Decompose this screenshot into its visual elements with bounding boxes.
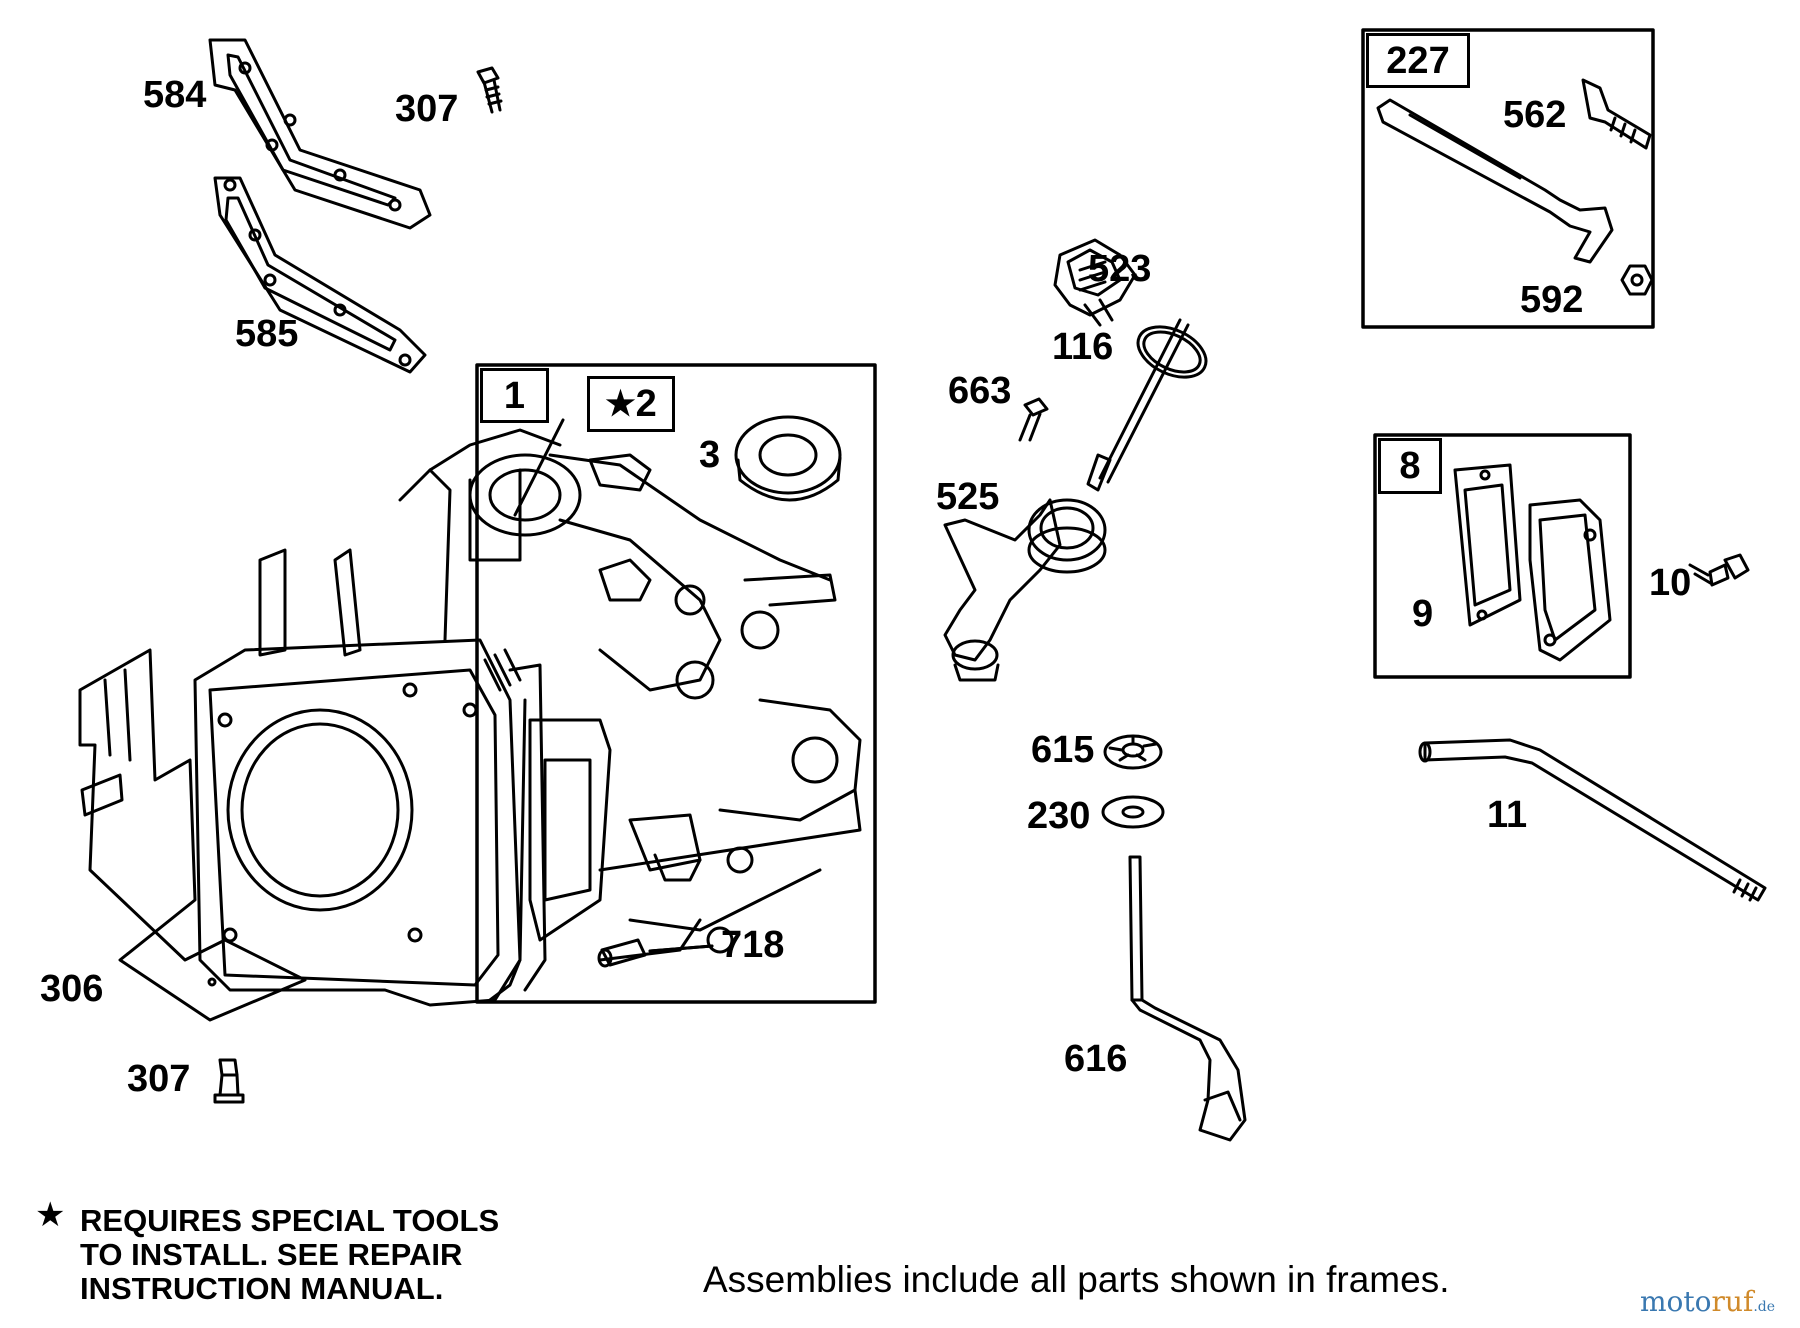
part-number-306: 306 — [40, 968, 104, 1010]
part-number-9: 9 — [1412, 593, 1434, 635]
part-number-616: 616 — [1064, 1038, 1128, 1080]
part-number-585: 585 — [235, 313, 299, 355]
part-number-615: 615 — [1031, 729, 1095, 771]
screw-562-drawing — [1581, 78, 1652, 150]
part-number-227: 227 — [1386, 39, 1450, 82]
part-number-584: 584 — [143, 74, 207, 116]
assemblies-footer-note: Assemblies include all parts shown in fr… — [703, 1259, 1450, 1300]
nut-592-drawing — [1620, 264, 1654, 296]
breather-cover-drawing — [1528, 498, 1612, 662]
part-number-8: 8 — [1399, 445, 1421, 487]
governor-arm-drawing — [1376, 98, 1614, 264]
part-number-562: 562 — [1503, 94, 1567, 136]
part-number-10: 10 — [1649, 562, 1692, 604]
leader-718 — [648, 944, 714, 953]
washer-230-drawing — [1101, 795, 1165, 829]
watermark-part-1: moto — [1640, 1285, 1712, 1318]
gasket-584-drawing — [208, 38, 432, 230]
part-number-525: 525 — [936, 476, 1000, 518]
frame-227-label-box: 227 — [1366, 33, 1470, 88]
part-number-116: 116 — [1052, 326, 1114, 368]
part-number-2: 2 — [635, 383, 657, 425]
dipstick-cap-523-drawing — [1053, 238, 1137, 327]
part-number-307-bottom: 307 — [127, 1058, 191, 1100]
part-number-230: 230 — [1027, 795, 1091, 837]
bolt-307-top-drawing — [476, 66, 503, 114]
frame-1-label-box: 1 — [480, 368, 549, 423]
frame-8-label-box: 8 — [1378, 438, 1442, 494]
oil-fill-tube-525-drawing — [943, 498, 1107, 682]
note-line-2: TO INSTALL. SEE REPAIR — [80, 1237, 463, 1272]
part-number-718: 718 — [721, 924, 785, 966]
part-number-592: 592 — [1520, 279, 1584, 321]
bolt-307-bottom-drawing — [213, 1058, 245, 1104]
breather-gasket-9-drawing — [1453, 463, 1522, 627]
watermark-part-2: ruf — [1711, 1285, 1754, 1318]
part-number-1: 1 — [503, 374, 526, 417]
star-icon: ★ — [605, 385, 636, 423]
dipstick-rod-drawing — [1086, 318, 1190, 492]
star-icon: ★ — [35, 1196, 66, 1234]
link-rod-11-drawing — [1418, 738, 1767, 902]
gasket-585-drawing — [213, 176, 427, 374]
oring-116-drawing — [1136, 325, 1208, 379]
screw-10-drawing — [1688, 553, 1750, 587]
watermark-logo: motoruf.de — [1640, 1288, 1775, 1316]
part-number-663: 663 — [948, 370, 1012, 412]
watermark-part-3: .de — [1753, 1299, 1776, 1315]
frame-227 — [1361, 28, 1655, 329]
frame-8 — [1373, 433, 1632, 679]
part-number-307-top: 307 — [395, 88, 459, 130]
part-number-523: 523 — [1088, 248, 1152, 290]
governor-shaft-616-drawing — [1128, 855, 1247, 1142]
leader-2 — [513, 418, 565, 517]
cylinder-block-drawing — [193, 428, 862, 1007]
special-tools-note: REQUIRES SPECIAL TOOLS TO INSTALL. SEE R… — [80, 1204, 499, 1306]
part-number-11: 11 — [1487, 794, 1528, 836]
part-number-3: 3 — [699, 434, 721, 476]
note-line-1: REQUIRES SPECIAL TOOLS — [80, 1203, 500, 1238]
oil-seal-3-drawing — [734, 415, 842, 502]
screw-663-drawing — [1018, 397, 1049, 442]
retainer-615-drawing — [1103, 734, 1163, 770]
air-guide-306-drawing — [78, 648, 307, 1022]
note-line-3: INSTRUCTION MANUAL. — [80, 1271, 444, 1306]
frame-2-label-box: ★ 2 — [587, 376, 675, 432]
